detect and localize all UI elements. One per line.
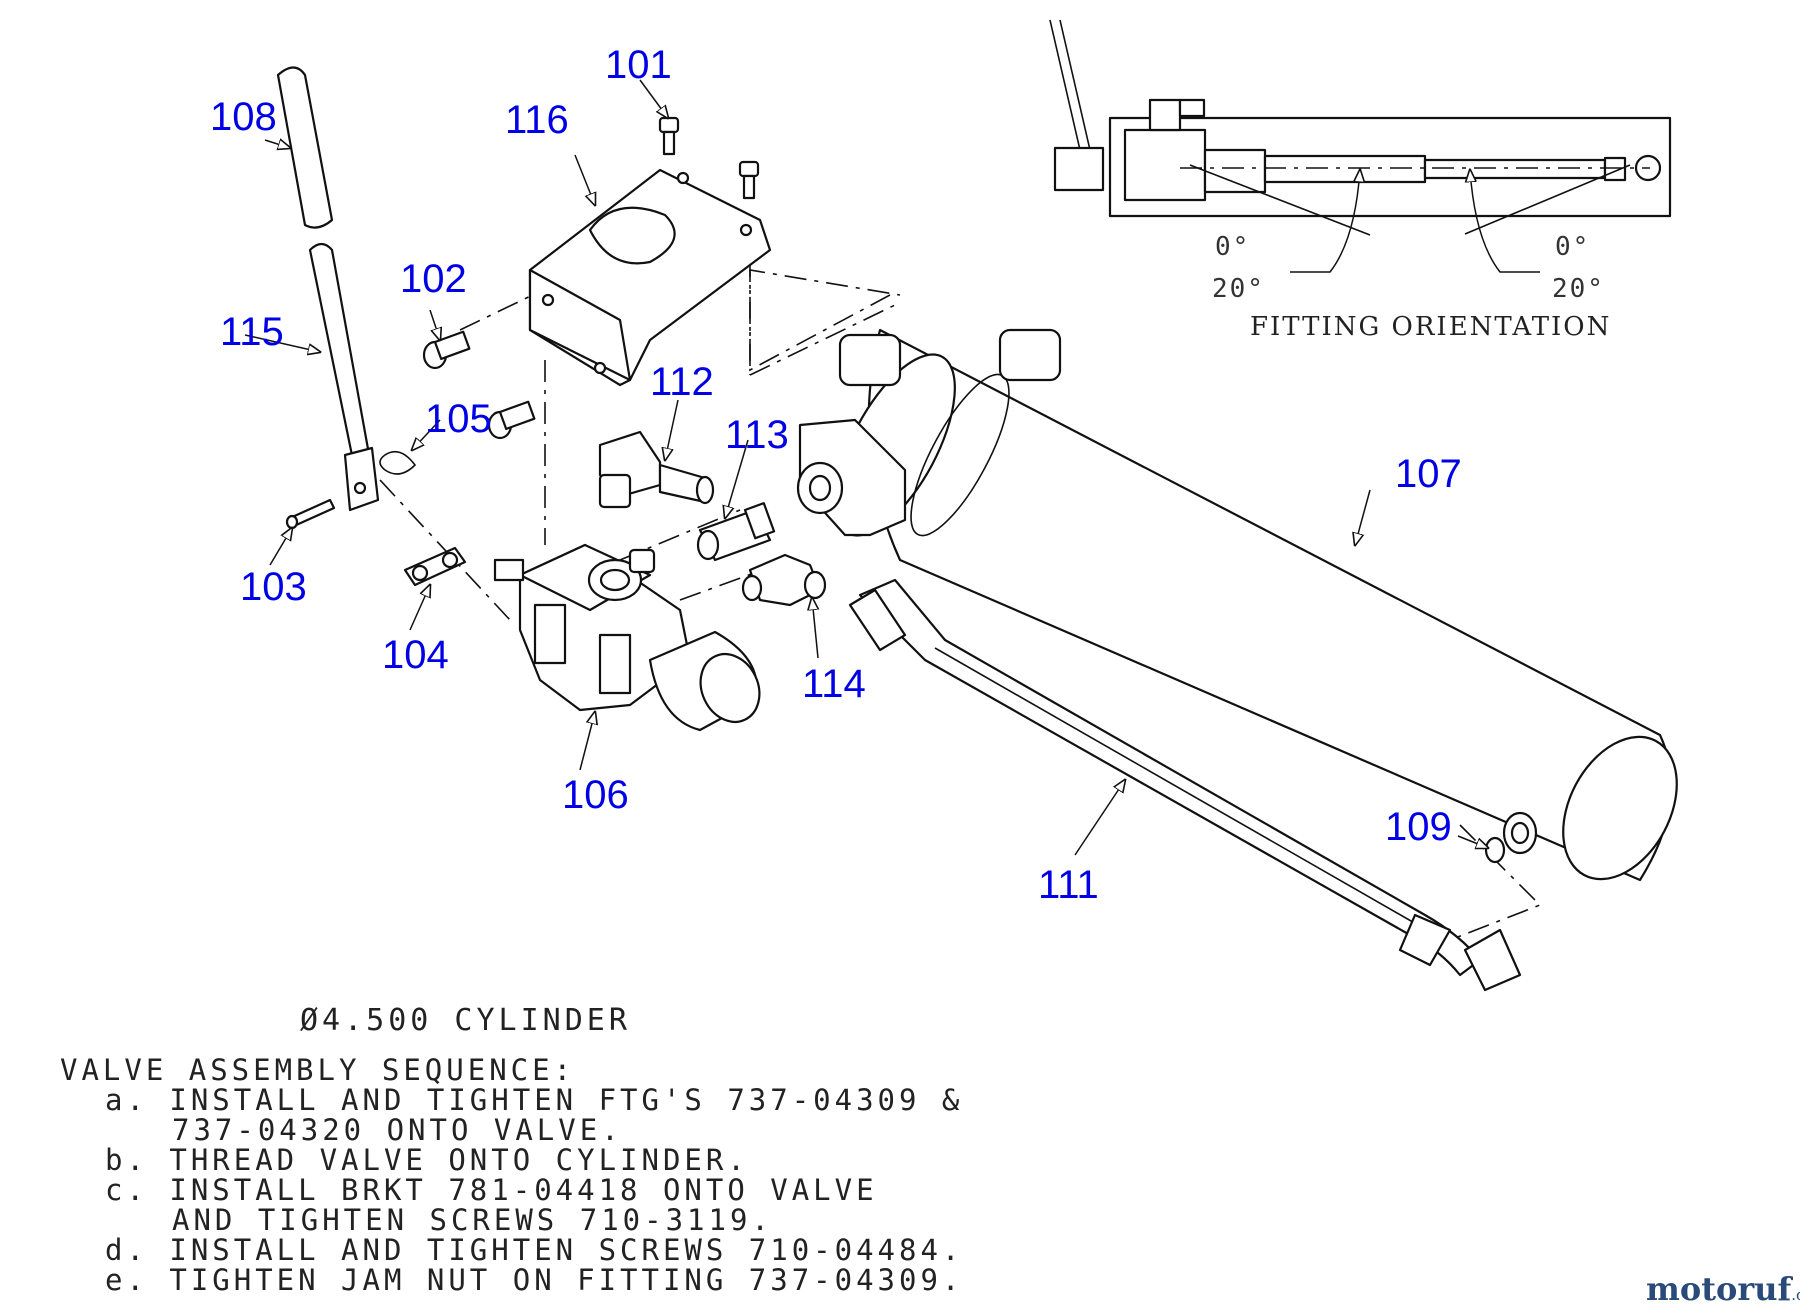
watermark-name: motoruf xyxy=(1646,1270,1792,1308)
clevis-mount xyxy=(796,418,907,537)
angle-left-bottom: 20° xyxy=(1212,274,1265,304)
leader-lines xyxy=(244,79,1488,856)
note-c-line2: AND TIGHTEN SCREWS 710-3119. xyxy=(172,1203,773,1237)
callout-107: 107 xyxy=(1395,452,1462,496)
angle-left-top: 0° xyxy=(1215,232,1251,262)
note-d: d. INSTALL AND TIGHTEN SCREWS 710-04484. xyxy=(105,1233,964,1267)
callout-113: 113 xyxy=(725,413,789,457)
callout-112: 112 xyxy=(650,360,714,404)
fitting-orientation-caption: FITTING ORIENTATION xyxy=(1250,312,1612,342)
callout-115: 115 xyxy=(220,310,284,354)
link-104 xyxy=(403,546,467,587)
assembly-notes: VALVE ASSEMBLY SEQUENCE:a. INSTALL AND T… xyxy=(60,1055,963,1295)
screw-101 xyxy=(658,116,760,200)
hose-111 xyxy=(848,578,1522,992)
angle-right-bottom: 20° xyxy=(1552,274,1605,304)
callout-109: 109 xyxy=(1385,805,1452,849)
valve-106 xyxy=(493,543,761,732)
callout-102: 102 xyxy=(400,257,467,301)
callout-105: 105 xyxy=(425,397,492,441)
lever-115 xyxy=(308,242,380,512)
fitting-112 xyxy=(598,430,715,509)
callout-106: 106 xyxy=(562,773,629,817)
screw-102 xyxy=(422,330,471,370)
cylinder-107 xyxy=(834,328,1678,882)
watermark-tld: .de xyxy=(1791,1286,1800,1304)
screw-105 xyxy=(487,400,536,440)
callout-116: 116 xyxy=(505,98,569,142)
note-b: b. THREAD VALVE ONTO CYLINDER. xyxy=(105,1143,749,1177)
callout-101: 101 xyxy=(605,43,672,87)
callout-108: 108 xyxy=(210,95,277,139)
fitting-114 xyxy=(741,553,827,607)
watermark-logo: motoruf.de xyxy=(1646,1270,1800,1308)
angle-right-top: 0° xyxy=(1555,232,1591,262)
fitting-113 xyxy=(696,502,776,562)
pin-103 xyxy=(285,498,336,530)
fitting-orientation-inset xyxy=(1049,19,1672,273)
bracket-116 xyxy=(528,168,772,387)
callout-111: 111 xyxy=(1038,863,1099,907)
notes-heading: VALVE ASSEMBLY SEQUENCE: xyxy=(60,1053,576,1087)
callout-104: 104 xyxy=(382,633,449,677)
note-a-line1: a. INSTALL AND TIGHTEN FTG'S 737-04309 & xyxy=(105,1083,964,1117)
oring-109 xyxy=(1484,811,1538,864)
callout-103: 103 xyxy=(240,565,307,609)
handle-108 xyxy=(276,66,334,229)
note-e: e. TIGHTEN JAM NUT ON FITTING 737-04309. xyxy=(105,1263,964,1297)
cylinder-title: Ø4.500 CYLINDER xyxy=(300,1003,631,1038)
callout-labels: 101 116 108 102 115 105 112 113 107 103 … xyxy=(210,43,1462,907)
clip-105 xyxy=(379,450,417,475)
note-a-line2: 737-04320 ONTO VALVE. xyxy=(172,1113,623,1147)
callout-114: 114 xyxy=(802,662,866,706)
note-c-line1: c. INSTALL BRKT 781-04418 ONTO VALVE xyxy=(105,1173,878,1207)
